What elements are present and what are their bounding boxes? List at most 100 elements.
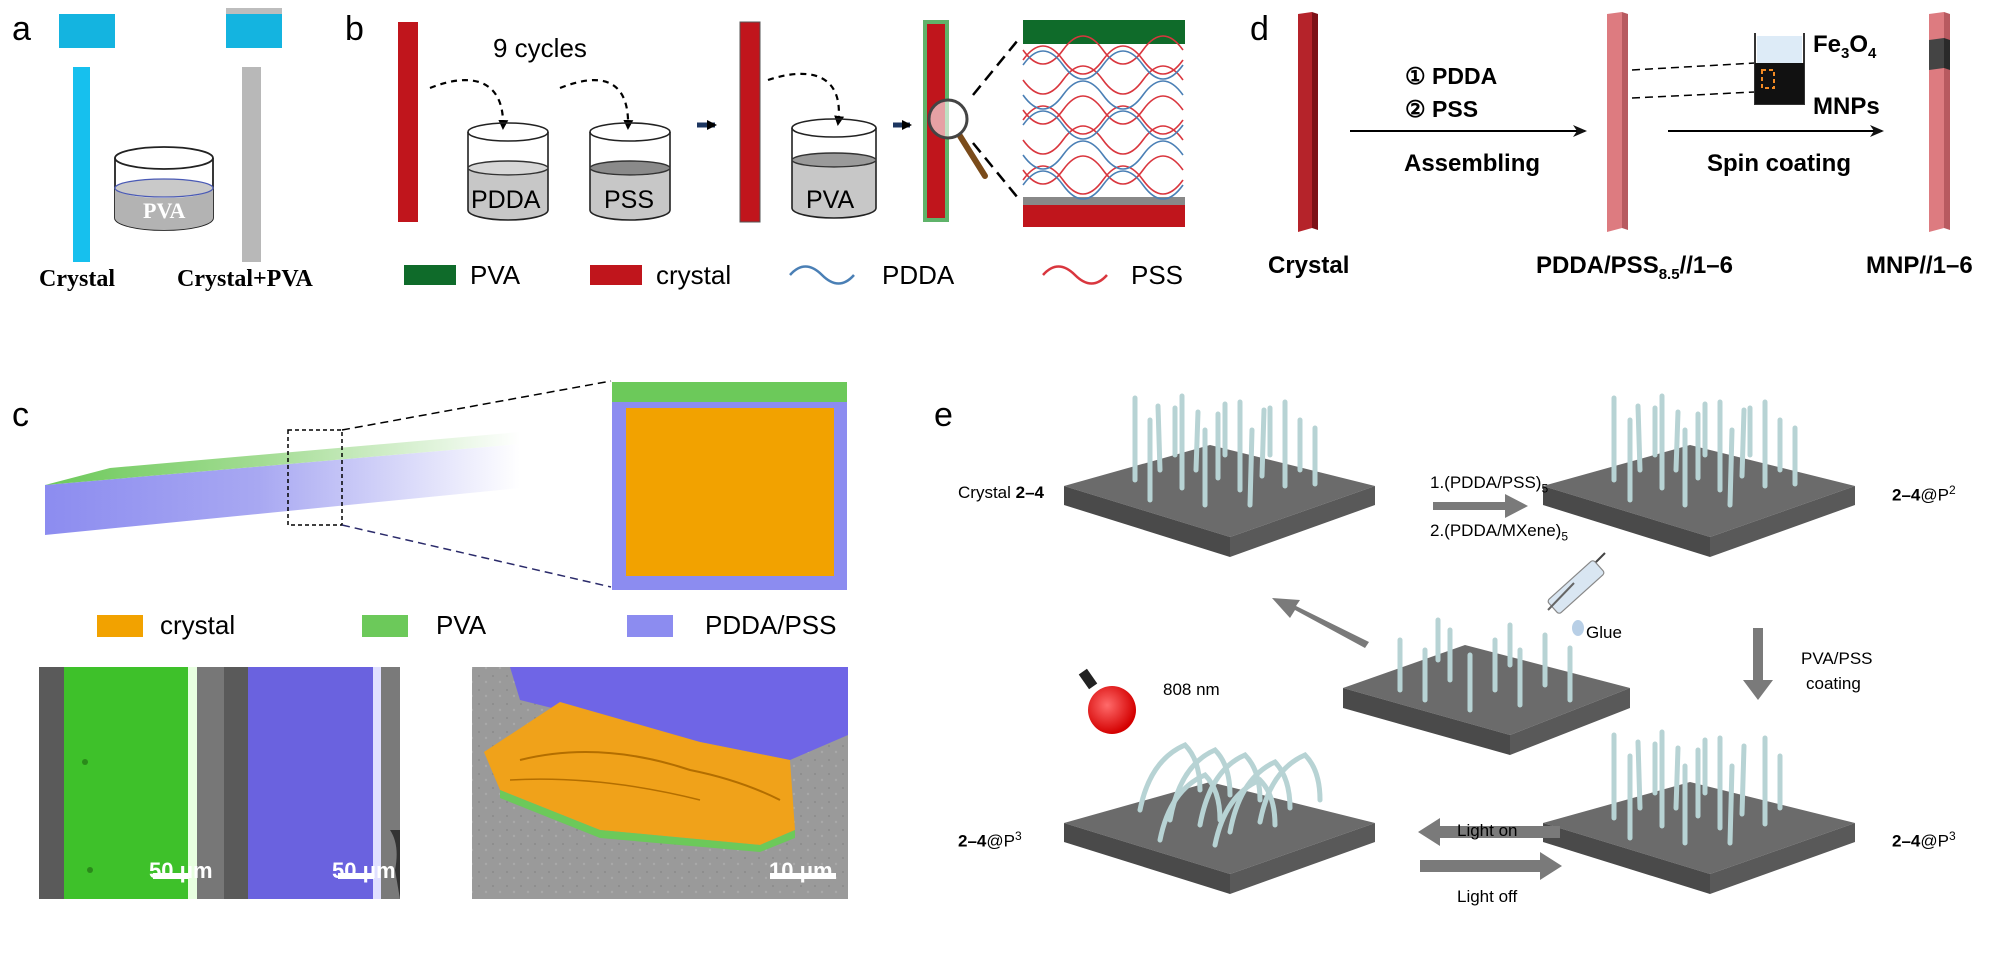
panel-label-b: b (345, 10, 364, 48)
pdda-pss-suffix: //1–6 (1679, 252, 1733, 279)
multilayer-zoom (1022, 20, 1185, 227)
scale-bar-label-1: 50 μm (149, 858, 213, 883)
plate-p2 (1543, 393, 1855, 557)
pva-liquid (115, 188, 213, 230)
crystal-label-e: Crystal 2–4 (958, 484, 1044, 501)
section-box (287, 429, 343, 526)
legend-label-pdda: PDDA (882, 260, 955, 290)
pdda-pss-rod (1607, 12, 1622, 232)
o-sub: 4 (1868, 44, 1877, 62)
dash-bottom (1631, 91, 1756, 99)
arrow-light-on (1418, 818, 1560, 846)
pdda-pss-sub: 8.5 (1658, 265, 1680, 283)
light-bulb-icon (1078, 668, 1136, 734)
legend-label-pva: PVA (470, 260, 521, 290)
plate-bent (1064, 742, 1375, 894)
mnps-label: MNPs (1813, 93, 1880, 120)
step-2-label: ② PSS (1405, 96, 1479, 122)
step1-main: 1.(PDDA/PSS) (1430, 473, 1542, 492)
zoom-line-c-bottom (341, 524, 612, 588)
beaker-label-pss: PSS (604, 186, 655, 214)
plate-crystal (1064, 393, 1375, 557)
pdda-pss-main: PDDA/PSS (1536, 252, 1659, 279)
rod-top-face (45, 432, 520, 485)
crystal-prefix: Crystal (958, 483, 1016, 502)
cross-section-pva (612, 382, 847, 402)
p2-bold: 2–4 (1892, 485, 1921, 505)
pva-liquid-surface (114, 178, 214, 198)
fe-text: Fe (1813, 31, 1842, 58)
light-on-label: Light on (1457, 821, 1518, 840)
glue-label: Glue (1586, 623, 1622, 642)
panel-a-graphic (59, 8, 282, 262)
pva-dip-beaker (791, 118, 877, 219)
legend-label-pss: PSS (1131, 260, 1184, 290)
magnifier-icon (927, 98, 988, 179)
beaker-label-pva: PVA (143, 198, 186, 223)
p3-right-bold: 2–4 (1892, 831, 1921, 851)
beaker-label-pva-b: PVA (806, 186, 855, 214)
cycles-label: 9 cycles (493, 33, 587, 63)
fe3o4-beaker-icon (1754, 33, 1805, 105)
assembling-label: Assembling (1404, 150, 1541, 177)
arrow-down (1743, 628, 1773, 700)
pdda-beaker (467, 122, 549, 221)
p3-right-sup: 3 (1948, 829, 1956, 843)
p2-sup: 2 (1948, 483, 1956, 497)
legend-swatch-c-pdda-pss (627, 615, 673, 637)
fe-sub: 3 (1841, 44, 1850, 62)
arrow-step-right (1433, 494, 1528, 518)
coating-label: coating (1806, 674, 1861, 693)
sem-image-pdda-pss (224, 667, 400, 899)
panel-b-graphic (398, 20, 1185, 285)
panel-e-graphic (1064, 393, 1855, 894)
pva-beaker-rim (114, 146, 214, 170)
legend-swatch-c-pva (362, 615, 408, 637)
label-crystal-pva: Crystal+PVA (177, 266, 313, 292)
mnp-label: MNP//1–6 (1866, 252, 1973, 279)
arrow-light-off (1420, 852, 1562, 880)
legend-label-c-pdda-pss: PDDA/PSS (705, 610, 837, 640)
crystal-rod-initial (398, 22, 418, 222)
zoom-line-top (972, 39, 1019, 96)
p3-label-left: 2–4@P3 (958, 830, 1022, 850)
sem-image-cross-section (472, 667, 848, 899)
dip-arrow-1 (429, 79, 509, 130)
step1-label-e: 1.(PDDA/PSS)5 (1430, 474, 1548, 494)
coated-crystal-cap (226, 14, 282, 48)
scale-bar-label-2: 50 μm (332, 858, 396, 883)
dash-top (1631, 62, 1756, 71)
wavelength-label: 808 nm (1163, 680, 1220, 699)
legend-swatch-pss (1042, 265, 1108, 285)
p3-left-bold: 2–4 (958, 831, 987, 851)
legend-label-c-pva: PVA (436, 610, 487, 640)
legend-swatch-pdda (789, 265, 855, 285)
p3-label-right: 2–4@P3 (1892, 830, 1956, 850)
crystal-rod-d (1298, 12, 1312, 232)
legend-label-c-crystal: crystal (160, 610, 236, 640)
beaker-label-pdda: PDDA (471, 186, 541, 214)
pdda-pss-label: PDDA/PSS8.5//1–6 (1536, 254, 1733, 282)
step1-sub: 5 (1541, 481, 1549, 496)
dip-arrow-2 (559, 79, 634, 130)
crystal-bold: 2–4 (1015, 483, 1044, 502)
crystal-rod-multilayer (739, 21, 761, 223)
panel-label-e: e (934, 396, 953, 434)
arrow-back-up (1272, 598, 1369, 648)
zoom-line-c-top (341, 380, 612, 431)
fe3o4-label: Fe3O4 (1813, 33, 1876, 61)
step2-sub: 5 (1561, 529, 1569, 544)
p2-rest: @P (1920, 485, 1949, 505)
sem-image-pva (39, 667, 224, 899)
coated-rod-cap-top (226, 8, 282, 14)
step2-label-e: 2.(PDDA/MXene)5 (1430, 522, 1568, 542)
crystal-label-d: Crystal (1268, 252, 1350, 279)
scale-bar-label-3: 10 μm (769, 858, 833, 883)
rod-front-face (45, 444, 520, 535)
crystal-rod (73, 67, 90, 262)
p2-label: 2–4@P2 (1892, 484, 1956, 504)
legend-swatch-crystal (590, 265, 642, 285)
o-text: O (1849, 31, 1869, 58)
p3-left-rest: @P (986, 831, 1015, 851)
